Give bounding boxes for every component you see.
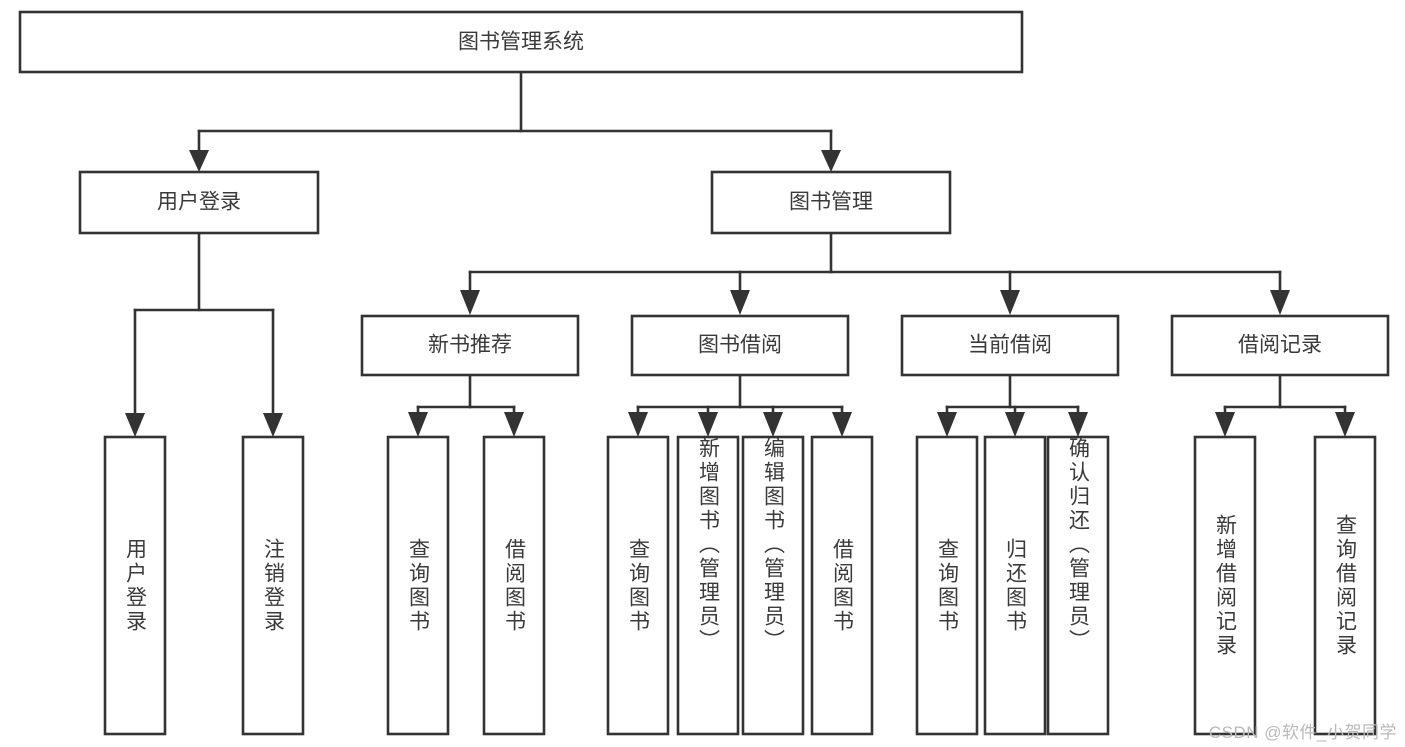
- node-borrow-record-label: 借阅记录: [1238, 334, 1322, 357]
- arrow-head-leaf-bb-2: [763, 412, 783, 437]
- arrow-head-leaf-br-0: [1215, 412, 1235, 437]
- leaf-box-user-login-1[interactable]: [241, 435, 305, 736]
- node-root-box[interactable]: [18, 10, 1024, 74]
- leaf-box-nbr-1[interactable]: [482, 435, 546, 736]
- leaf-box-bb-2[interactable]: [741, 435, 805, 736]
- arrow-head-leaf-br-1: [1335, 412, 1355, 437]
- node-borrow-record[interactable]: 借阅记录: [1170, 314, 1390, 377]
- leaf-box-cb-1[interactable]: [983, 435, 1047, 736]
- node-user-login[interactable]: 用户登录: [78, 170, 320, 235]
- arrow-head-leaf-nbr-0: [408, 412, 428, 437]
- arrow-head-leaf-nbr-1: [504, 412, 524, 437]
- node-borrow-record-box[interactable]: [1170, 314, 1390, 377]
- node-book-borrow[interactable]: 图书借阅: [630, 314, 850, 377]
- node-current-borrow[interactable]: 当前借阅: [900, 314, 1120, 377]
- leaf-box-cb-2[interactable]: [1046, 435, 1110, 736]
- node-user-login-label: 用户登录: [157, 191, 241, 214]
- node-current-borrow-label: 当前借阅: [968, 334, 1052, 357]
- node-book-borrow-label: 图书借阅: [698, 334, 782, 357]
- arrow-head-book-mgmt: [821, 150, 841, 172]
- node-new-book-recommend-label: 新书推荐: [428, 334, 512, 357]
- node-new-book-recommend[interactable]: 新书推荐: [360, 314, 580, 377]
- node-current-borrow-box[interactable]: [900, 314, 1120, 377]
- arrow-head-new-book-recommend: [460, 290, 480, 315]
- arrow-head-leaf-user-login-1: [263, 413, 283, 437]
- leaf-box-br-1[interactable]: [1313, 435, 1377, 736]
- arrow-head-leaf-bb-3: [832, 412, 852, 437]
- connector-group-current-borrow: [937, 373, 1088, 437]
- connector-group-new-book-recommend: [408, 373, 524, 437]
- arrow-head-leaf-user-login-0: [125, 413, 145, 437]
- leaf-box-bb-3[interactable]: [810, 435, 874, 736]
- node-user-login-box[interactable]: [78, 170, 320, 235]
- leaf-box-bb-1[interactable]: [676, 435, 740, 736]
- node-root[interactable]: 图书管理系统: [18, 10, 1024, 74]
- leaf-box-cb-0[interactable]: [915, 435, 979, 736]
- node-book-management-box[interactable]: [710, 170, 952, 235]
- arrow-head-leaf-bb-1: [698, 412, 718, 437]
- arrow-head-current-borrow: [1000, 290, 1020, 315]
- connector-group-book-mgmt: [460, 231, 1290, 315]
- arrow-head-book-borrow: [730, 290, 750, 315]
- connector-group-root: [189, 70, 841, 172]
- arrow-head-user-login: [189, 150, 209, 172]
- leaf-box-br-0[interactable]: [1193, 435, 1257, 736]
- leaf-box-user-login-0[interactable]: [103, 435, 167, 736]
- arrow-head-leaf-cb-1: [1005, 412, 1025, 437]
- node-book-management[interactable]: 图书管理: [710, 170, 952, 235]
- arrow-head-leaf-cb-0: [937, 412, 957, 437]
- node-new-book-recommend-box[interactable]: [360, 314, 580, 377]
- node-book-management-label: 图书管理: [789, 191, 873, 214]
- connector-group-user-login: [125, 231, 283, 437]
- connector-group-borrow-record: [1215, 373, 1355, 437]
- connector-group-book-borrow: [628, 373, 852, 437]
- arrow-head-leaf-cb-2: [1068, 412, 1088, 437]
- leaf-box-nbr-0[interactable]: [386, 435, 450, 736]
- leaf-box-bb-0[interactable]: [606, 435, 670, 736]
- csdn-watermark: CSDN @软件_小贺同学: [1208, 723, 1397, 742]
- node-book-borrow-box[interactable]: [630, 314, 850, 377]
- arrow-head-borrow-record: [1270, 290, 1290, 315]
- node-root-label: 图书管理系统: [458, 31, 584, 54]
- arrow-head-leaf-bb-0: [628, 412, 648, 437]
